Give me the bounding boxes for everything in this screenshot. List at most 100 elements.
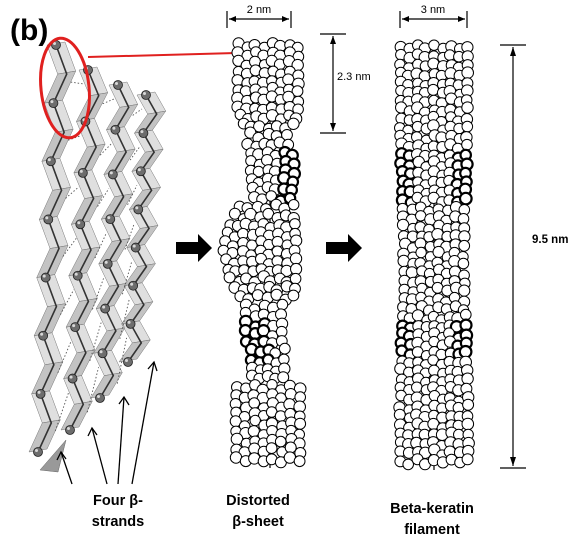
atom-highlight bbox=[102, 306, 105, 309]
panel-label: (b) bbox=[10, 14, 48, 47]
filament-residue bbox=[416, 247, 426, 257]
caption-distorted-sheet-line1: Distorted bbox=[226, 493, 290, 509]
strand-pleat bbox=[134, 111, 165, 133]
backbone-atom bbox=[136, 167, 145, 176]
backbone-atom bbox=[76, 220, 85, 229]
backbone-atom bbox=[142, 91, 151, 100]
atom-highlight bbox=[107, 216, 110, 219]
filament-residue bbox=[462, 121, 473, 132]
atom-highlight bbox=[70, 376, 73, 379]
backbone-atom bbox=[34, 448, 43, 457]
sheet-residue bbox=[288, 290, 299, 301]
caption-filament-line2: filament bbox=[404, 522, 460, 538]
sheet-residue bbox=[294, 456, 305, 467]
sheet-residue bbox=[295, 418, 306, 429]
filament-residue bbox=[462, 418, 474, 430]
sheet-residue bbox=[291, 235, 302, 246]
filament-length-dimension bbox=[500, 45, 526, 468]
strand-pleat bbox=[127, 226, 158, 248]
filament-length-label: 9.5 nm bbox=[532, 234, 568, 246]
atom-highlight bbox=[45, 216, 48, 219]
atom-highlight bbox=[40, 333, 43, 336]
highlight-connector bbox=[88, 53, 236, 57]
backbone-atom bbox=[78, 168, 87, 177]
atom-highlight bbox=[133, 245, 136, 248]
beta-keratin-filament-illustration bbox=[394, 40, 475, 470]
atom-highlight bbox=[110, 171, 113, 174]
backbone-atom bbox=[49, 99, 58, 108]
atom-highlight bbox=[72, 324, 75, 327]
backbone-atom bbox=[39, 331, 48, 340]
distorted-beta-sheet-illustration bbox=[218, 38, 306, 468]
sheet-residue bbox=[277, 299, 288, 310]
filament-residue bbox=[459, 285, 470, 296]
filament-residue bbox=[462, 373, 473, 384]
backbone-atom bbox=[101, 304, 110, 313]
atom-highlight bbox=[80, 170, 83, 173]
strand-pleat bbox=[122, 302, 153, 324]
sheet-residue bbox=[290, 219, 301, 230]
atom-highlight bbox=[143, 92, 146, 95]
sheet-residue bbox=[288, 118, 299, 129]
atom-highlight bbox=[130, 283, 133, 286]
atom-highlight bbox=[138, 168, 141, 171]
backbone-atom bbox=[41, 273, 50, 282]
repeat-length-label: 2.3 nm bbox=[337, 71, 371, 83]
backbone-atom bbox=[71, 323, 80, 332]
hydrogen-bond bbox=[103, 99, 114, 104]
transition-arrow-1 bbox=[176, 234, 212, 262]
filament-residue bbox=[458, 258, 469, 269]
sheet-residue bbox=[290, 273, 301, 284]
backbone-atom bbox=[103, 259, 112, 268]
backbone-atom bbox=[36, 389, 45, 398]
atom-highlight bbox=[67, 427, 70, 430]
backbone-atom bbox=[73, 271, 82, 280]
filament-residue bbox=[412, 382, 423, 393]
sheet-residue bbox=[252, 290, 263, 301]
sheet-residue bbox=[224, 272, 235, 283]
caption-distorted-sheet-line2: β-sheet bbox=[232, 514, 284, 530]
caption-four-strands-line1: Four β- bbox=[93, 493, 143, 509]
backbone-atom bbox=[114, 81, 123, 90]
strand-pleat bbox=[119, 340, 150, 362]
backbone-atom bbox=[124, 358, 133, 367]
atom-highlight bbox=[100, 350, 103, 353]
sheet-width-label: 2 nm bbox=[247, 4, 271, 16]
strand-pleat bbox=[129, 187, 160, 209]
backbone-atom bbox=[139, 129, 148, 138]
hydrogen-bond bbox=[71, 82, 84, 84]
backbone-atom bbox=[68, 374, 77, 383]
filament-width-label: 3 nm bbox=[421, 4, 445, 16]
atom-highlight bbox=[140, 130, 143, 133]
backbone-atom bbox=[98, 349, 107, 358]
atom-highlight bbox=[77, 221, 80, 224]
sheet-residue bbox=[291, 263, 302, 274]
atom-highlight bbox=[35, 449, 38, 452]
backbone-atom bbox=[126, 319, 135, 328]
sheet-residue bbox=[262, 155, 273, 166]
atom-highlight bbox=[38, 391, 41, 394]
atom-highlight bbox=[50, 100, 53, 103]
backbone-atom bbox=[96, 394, 105, 403]
repeat-length-dimension bbox=[320, 34, 346, 133]
caption-filament-line1: Beta-keratin bbox=[390, 501, 474, 517]
atom-highlight bbox=[135, 206, 138, 209]
transition-arrow-2 bbox=[326, 234, 362, 262]
atom-highlight bbox=[128, 321, 131, 324]
sheet-residue bbox=[289, 200, 299, 210]
backbone-atom bbox=[111, 125, 120, 134]
filament-residue bbox=[462, 67, 474, 79]
strand-pleat bbox=[124, 264, 155, 286]
atom-highlight bbox=[115, 82, 118, 85]
filament-residue bbox=[460, 193, 472, 205]
atom-highlight bbox=[43, 275, 46, 278]
backbone-atom bbox=[131, 243, 140, 252]
sheet-residue bbox=[266, 443, 277, 454]
backbone-atom bbox=[66, 426, 75, 435]
sheet-residue bbox=[275, 436, 286, 447]
filament-residue bbox=[432, 282, 443, 293]
filament-residue bbox=[432, 229, 444, 241]
backbone-atom bbox=[129, 281, 138, 290]
sheet-residue bbox=[249, 398, 260, 409]
